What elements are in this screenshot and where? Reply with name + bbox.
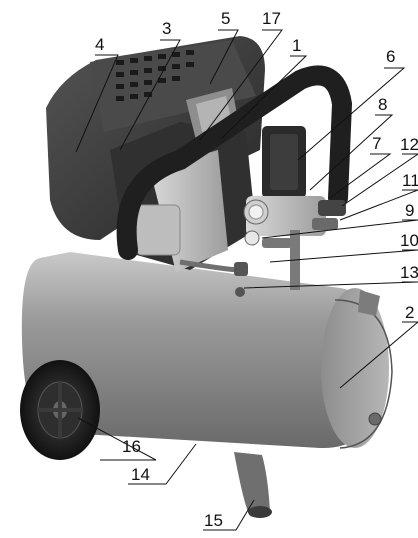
leader-lines xyxy=(75,29,418,531)
label-11: 11 xyxy=(402,171,418,190)
pump-head xyxy=(110,88,256,272)
label-13: 13 xyxy=(400,263,418,282)
label-4: 4 xyxy=(95,35,104,54)
leader-5 xyxy=(209,29,239,85)
label-6: 6 xyxy=(386,47,395,66)
leader-6 xyxy=(297,67,406,161)
label-14: 14 xyxy=(131,465,150,484)
leader-17 xyxy=(199,29,283,141)
leader-12 xyxy=(341,153,418,207)
vent-grille xyxy=(116,50,194,101)
pressure-switch xyxy=(262,126,306,198)
label-15: 15 xyxy=(204,511,223,530)
leader-13 xyxy=(243,281,418,289)
valve-block xyxy=(243,196,346,290)
label-3: 3 xyxy=(162,19,171,38)
leader-11 xyxy=(339,189,418,221)
wheel xyxy=(20,360,100,460)
label-2: 2 xyxy=(405,303,414,322)
leader-8 xyxy=(309,114,394,191)
foot xyxy=(234,452,272,518)
leader-14 xyxy=(128,443,197,485)
leader-9 xyxy=(261,219,418,239)
label-1: 1 xyxy=(292,36,301,55)
leader-1 xyxy=(221,55,308,139)
label-7: 7 xyxy=(372,134,381,153)
label-12: 12 xyxy=(400,135,418,154)
label-9: 9 xyxy=(405,201,414,220)
discharge-pipe xyxy=(179,259,248,297)
label-10: 10 xyxy=(400,231,418,250)
leader-10 xyxy=(269,249,418,263)
leader-3 xyxy=(119,39,181,151)
label-17: 17 xyxy=(262,9,281,28)
labels: 3 4 5 17 1 6 8 7 12 11 9 10 13 2 16 14 1… xyxy=(95,9,418,530)
handle xyxy=(116,65,353,260)
label-16: 16 xyxy=(122,437,141,456)
label-8: 8 xyxy=(378,95,387,114)
leader-2 xyxy=(339,321,418,389)
label-5: 5 xyxy=(221,9,230,28)
leader-16 xyxy=(77,417,157,461)
leader-7 xyxy=(329,153,392,199)
leader-15 xyxy=(203,499,255,531)
tank xyxy=(21,252,393,449)
leader-4 xyxy=(75,54,119,153)
